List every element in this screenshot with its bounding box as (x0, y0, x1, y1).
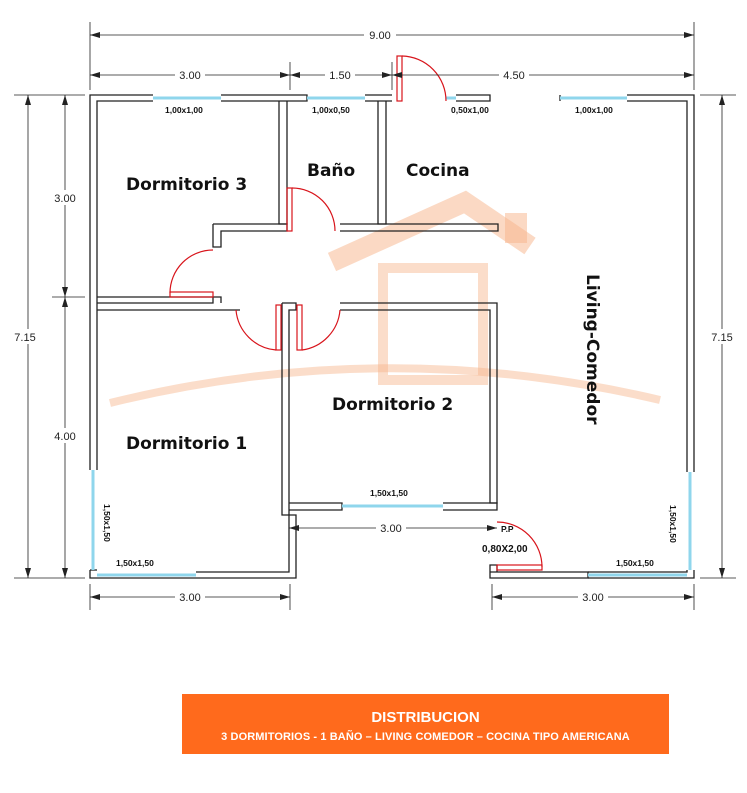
window-label-bano: 1,00x0,50 (312, 105, 350, 115)
watermark-chimney (505, 213, 527, 243)
door-main-size: 0,80X2,00 (482, 544, 528, 555)
banner-title: DISTRIBUCION (371, 709, 480, 726)
wall-top-right-inner (627, 100, 688, 472)
room-label-dormitorio3: Dormitorio 3 (126, 175, 247, 195)
dim-top-cocina: 4.50 (503, 70, 524, 82)
wall-left-outer (89, 94, 153, 470)
wall-hall-post (282, 302, 297, 515)
door-dormitorio2 (296, 304, 341, 351)
banner-subtitle: 3 DORMITORIOS - 1 BAÑO – LIVING COMEDOR … (221, 731, 630, 743)
room-label-dormitorio2: Dormitorio 2 (332, 395, 453, 415)
wall-top-dorm3 (221, 94, 308, 102)
window-labels: 1,00x1,00 1,00x0,50 0,50x1,00 1,00x1,00 … (102, 105, 678, 568)
room-label-dormitorio1: Dormitorio 1 (126, 434, 247, 454)
watermark-house-body (378, 263, 488, 385)
room-label-cocina: Cocina (406, 161, 470, 181)
wall-hall-top (212, 223, 288, 248)
window-label-living-bottom: 1,50x1,50 (616, 558, 654, 568)
wall-top-right (627, 94, 695, 472)
watermark-swoosh (109, 364, 661, 407)
dimension-labels: 9.00 3.00 1.50 4.50 7.15 3.00 4.00 7.15 … (10, 27, 738, 604)
exterior-walls (89, 94, 695, 579)
door-entry-top (396, 55, 447, 102)
window-label-dormitorio1-left: 1,50x1,50 (102, 504, 112, 542)
door-dormitorio1 (235, 304, 282, 351)
dim-left-upper: 3.00 (54, 193, 75, 205)
doors (169, 55, 543, 571)
wall-bano-cocina (377, 101, 387, 225)
window-label-dormitorio1-bottom: 1,50x1,50 (116, 558, 154, 568)
dim-left-total: 7.15 (14, 332, 35, 344)
wall-hall-top-right (340, 223, 499, 232)
room-label-living: Living-Comedor (582, 274, 602, 425)
wall-dorm2-bottom-b (443, 502, 498, 511)
dim-right-total: 7.15 (711, 332, 732, 344)
window-label-cocina-small: 0,50x1,00 (451, 105, 489, 115)
dim-top-bano: 1.50 (329, 70, 350, 82)
wall-dorm1-dorm2 (281, 303, 289, 516)
interior-walls (97, 101, 499, 516)
door-bano (286, 187, 336, 232)
wall-bottom-door (489, 564, 589, 579)
room-label-bano: Baño (307, 161, 355, 181)
wall-bottom-right-inner (588, 570, 688, 573)
dimension-lines (14, 22, 736, 610)
room-labels: Dormitorio 3 Baño Cocina Dormitorio 2 Do… (126, 161, 602, 454)
wall-hall-left-stub (213, 296, 222, 303)
door-dormitorio3 (169, 249, 214, 298)
wall-top-cocina-a (456, 94, 491, 102)
watermark-roof (327, 190, 536, 272)
dim-bottom-left: 3.00 (179, 592, 200, 604)
dim-top-dormitorio3: 3.00 (179, 70, 200, 82)
wall-bottom-left (89, 514, 297, 579)
wall-dorm3-bano (278, 101, 288, 225)
dim-bottom-right: 3.00 (582, 592, 603, 604)
dim-left-lower: 4.00 (54, 431, 75, 443)
floor-plan: 9.00 3.00 1.50 4.50 7.15 3.00 4.00 7.15 … (10, 22, 738, 610)
window-label-living-right: 1,50x1,50 (668, 505, 678, 543)
windows (91, 96, 692, 577)
watermark-logo (109, 190, 661, 407)
distribution-banner: DISTRIBUCION 3 DORMITORIOS - 1 BAÑO – LI… (182, 694, 669, 754)
door-main-label: P.P (501, 524, 514, 534)
dim-inner-dormitorio2: 3.00 (380, 523, 401, 535)
wall-dorm3-bottom (97, 296, 214, 304)
wall-bottom-right (588, 570, 695, 579)
wall-left-inner (96, 100, 153, 470)
wall-dorm2-bottom-a (289, 502, 343, 511)
dim-total-width: 9.00 (369, 30, 390, 42)
window-label-cocina: 1,00x1,00 (575, 105, 613, 115)
door-main (496, 521, 543, 571)
window-label-dormitorio2: 1,50x1,50 (370, 488, 408, 498)
window-label-dormitorio3: 1,00x1,00 (165, 105, 203, 115)
